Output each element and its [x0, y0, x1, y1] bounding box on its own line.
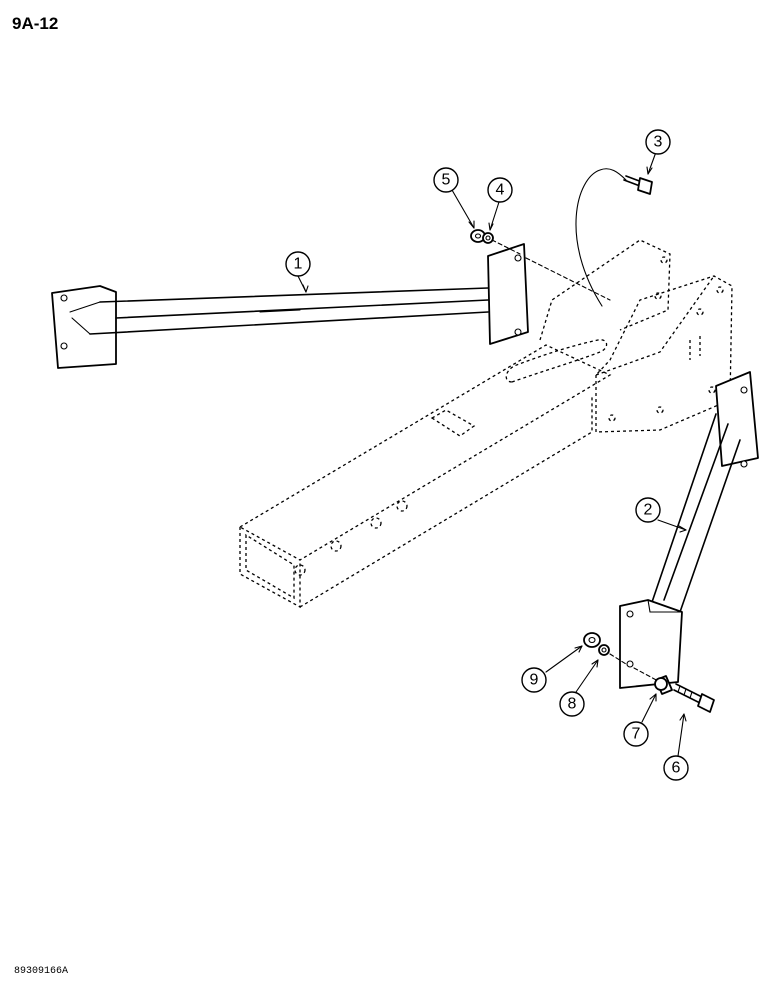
callout-5: 5	[433, 167, 459, 193]
page-id: 9A-12	[12, 14, 59, 33]
callout-4: 4	[487, 177, 513, 203]
callout-leaders	[297, 151, 687, 757]
callout-3: 3	[645, 129, 671, 155]
callout-6: 6	[663, 755, 689, 781]
callout-label: 8	[568, 696, 577, 713]
callout-label: 6	[672, 760, 681, 777]
callout-label: 5	[442, 172, 451, 189]
main-frame	[238, 239, 733, 609]
callout-label: 4	[496, 182, 505, 199]
callout-8: 8	[559, 691, 585, 717]
callout-label: 7	[632, 726, 641, 743]
callout-9: 9	[521, 667, 547, 693]
fasteners-bottom	[583, 632, 715, 713]
callout-1: 1	[285, 251, 311, 277]
callout-label: 1	[294, 256, 303, 273]
bolt-top	[575, 168, 653, 307]
callout-label: 2	[644, 502, 653, 519]
callout-label: 3	[654, 134, 663, 151]
callout-2: 2	[635, 497, 661, 523]
cross-arm-left	[51, 243, 529, 369]
callout-7: 7	[623, 721, 649, 747]
fasteners-top	[470, 229, 611, 301]
callout-label: 9	[530, 672, 539, 689]
brace-right	[619, 371, 759, 689]
footer-code: 89309166A	[14, 966, 69, 977]
